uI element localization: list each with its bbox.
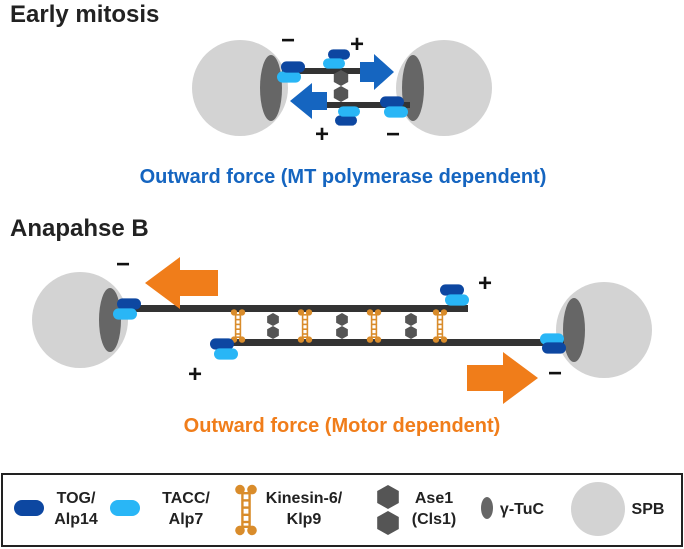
legend-item-tog-alp14: TOG/ Alp14 (14, 490, 98, 528)
tacc-alp7 (277, 71, 301, 83)
tog-alp14 (328, 49, 350, 60)
spb-icon (571, 482, 625, 536)
ase1-hex (405, 326, 417, 339)
legend-item-ase1-cls1: Ase1 (Cls1) (377, 485, 456, 535)
tacc-alp7 (113, 308, 137, 320)
tog-alp14 (117, 298, 141, 310)
microtubule-lower (302, 102, 410, 108)
legend-item-spb: SPB (571, 482, 664, 536)
caption-mt-polymerase: Outward force (MT polymerase dependent) (140, 166, 547, 188)
gamma-tuc-icon (481, 497, 493, 519)
ase1-hex (267, 313, 279, 326)
tog-alp14 (440, 284, 464, 296)
plus-sign: + (188, 361, 202, 388)
plus-sign: + (478, 270, 492, 297)
tog-alp14-icon (14, 500, 44, 516)
microtubule-lower (226, 339, 564, 346)
gamma-tuc-left (99, 288, 121, 352)
legend-item-gamma-tuc: γ-TuC (481, 497, 545, 519)
tog-alp14 (281, 61, 305, 73)
legend-label: TACC/ (162, 490, 210, 507)
legend-item-tacc-alp7: TACC/ Alp7 (110, 490, 210, 528)
legend-label: Kinesin-6/ (266, 490, 343, 507)
tacc-alp7-icon (110, 500, 140, 516)
outward-arrow-right (360, 54, 394, 90)
caption-motor: Outward force (Motor dependent) (184, 415, 501, 437)
minus-sign: − (548, 360, 562, 387)
legend-label: Alp7 (169, 511, 204, 528)
legend-label: Alp14 (54, 511, 98, 528)
plus-sign: + (350, 31, 364, 58)
kinesin6-klp9 (297, 308, 313, 344)
minus-sign: − (386, 121, 400, 148)
microtubule-upper (120, 305, 468, 312)
gamma-tuc-left (260, 55, 282, 121)
legend-label: Klp9 (287, 511, 322, 528)
tog-alp14 (210, 338, 234, 350)
tacc-alp7 (445, 294, 469, 306)
ase1-hex (333, 86, 349, 102)
ase1-hex (267, 326, 279, 339)
legend-label: TOG/ (57, 490, 96, 507)
microtubule-upper (282, 68, 382, 74)
plus-sign: + (315, 121, 329, 148)
section-title-anaphase-b: Anapahse B (10, 215, 149, 242)
kinesin6-klp9 (230, 308, 246, 344)
tog-alp14 (380, 96, 404, 108)
ase1-hex (336, 313, 348, 326)
section-title-early-mitosis: Early mitosis (10, 1, 159, 28)
tog-alp14 (542, 342, 566, 354)
kinesin6-klp9 (366, 308, 382, 344)
legend-label: SPB (632, 501, 665, 518)
legend: TOG/ Alp14 TACC/ Alp7 Kinesin-6/ Klp9 As… (1, 473, 683, 547)
motor-arrow-left (145, 257, 218, 309)
tacc-alp7 (323, 58, 345, 69)
anaphase-b-panel: − + + − (32, 251, 652, 404)
kinesin6-klp9 (432, 308, 448, 344)
tacc-alp7 (384, 106, 408, 118)
legend-label: Ase1 (415, 490, 453, 507)
gamma-tuc-right (563, 298, 585, 362)
tacc-alp7 (338, 106, 360, 117)
minus-sign: − (281, 27, 295, 54)
motor-arrow-right (467, 352, 538, 404)
ase1-hex (405, 313, 417, 326)
tacc-alp7 (214, 348, 238, 360)
tog-alp14 (335, 115, 357, 126)
outward-arrow-left (290, 83, 327, 119)
ase1-hex (336, 326, 348, 339)
minus-sign: − (116, 251, 130, 278)
legend-label: γ-TuC (500, 501, 545, 518)
legend-item-kinesin6-klp9: Kinesin-6/ Klp9 (234, 483, 343, 537)
legend-label: (Cls1) (412, 511, 456, 528)
early-mitosis-panel: − + + − (192, 27, 492, 148)
